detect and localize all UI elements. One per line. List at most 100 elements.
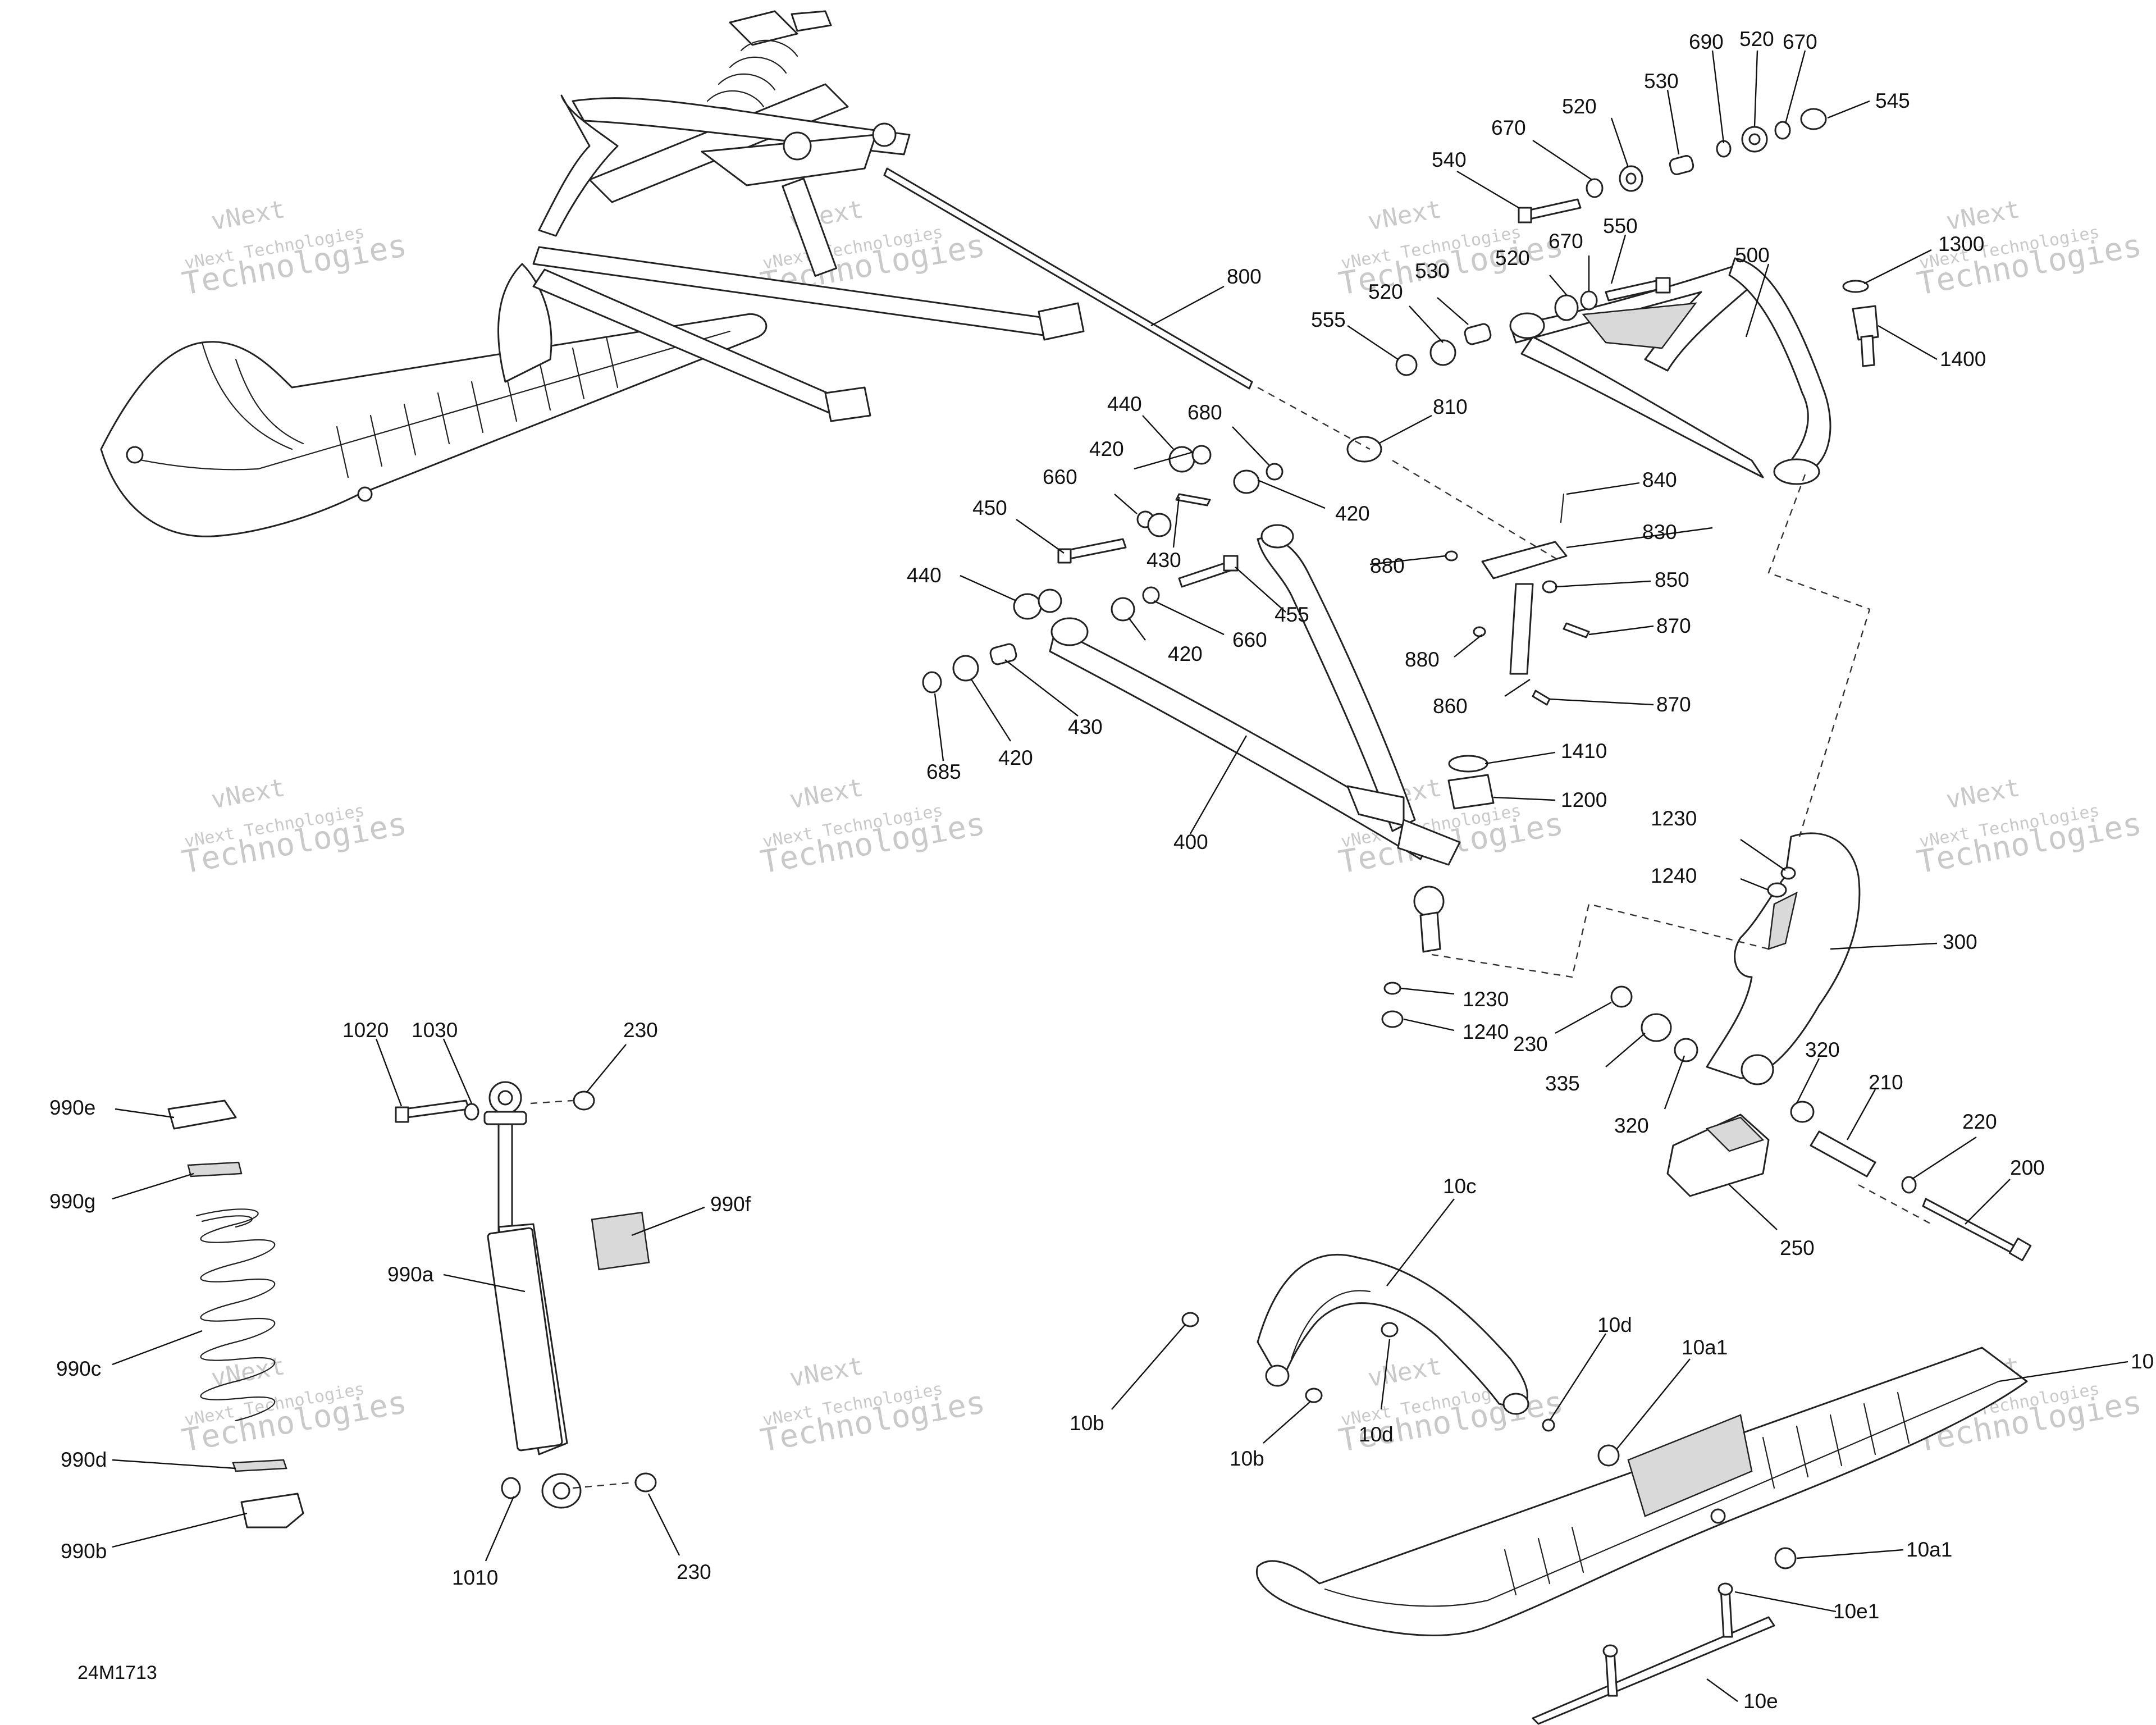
- callout-440: 440: [1107, 393, 1142, 416]
- callout-990g: 990g: [49, 1190, 95, 1213]
- coil-spring-990c: [167, 1099, 304, 1528]
- callout-990d: 990d: [61, 1448, 107, 1471]
- steering-arm-assembly: [1445, 493, 1590, 706]
- callout-1010: 1010: [452, 1566, 498, 1589]
- callout-520: 520: [1495, 247, 1530, 270]
- callout-420: 420: [1335, 502, 1370, 525]
- callout-990e: 990e: [49, 1096, 95, 1119]
- callout-230: 230: [677, 1560, 711, 1583]
- callout-660: 660: [1043, 466, 1077, 489]
- callout-990c: 990c: [56, 1357, 101, 1380]
- callout-860: 860: [1433, 695, 1468, 718]
- callout-990a: 990a: [387, 1263, 434, 1286]
- callout-10b: 10b: [1070, 1412, 1104, 1435]
- callout-10a1: 10a1: [1682, 1336, 1728, 1359]
- callout-250: 250: [1780, 1236, 1815, 1259]
- spindle-300: [1706, 832, 1861, 1085]
- callout-10e: 10e: [1743, 1690, 1778, 1713]
- callout-10e1: 10e1: [1833, 1600, 1879, 1623]
- diagram-code: 24M1713: [77, 1662, 157, 1683]
- callout-685: 685: [926, 760, 961, 783]
- callout-450: 450: [972, 496, 1007, 519]
- callout-1230: 1230: [1463, 988, 1509, 1011]
- upper-a-arm-500: [1509, 257, 1831, 485]
- watermark: vNext vNext Technologies Technologies: [180, 1352, 410, 1459]
- callout-550: 550: [1603, 215, 1638, 238]
- callout-680: 680: [1187, 401, 1222, 424]
- callout-530: 530: [1644, 70, 1679, 93]
- callout-545: 545: [1875, 89, 1910, 112]
- callout-690: 690: [1689, 30, 1724, 53]
- callout-870: 870: [1656, 614, 1691, 637]
- callout-850: 850: [1655, 568, 1689, 591]
- assembled-ski-suspension-illustration: [100, 10, 1253, 537]
- watermark: vNext vNext Technologies Technologies: [180, 195, 410, 303]
- callout-210: 210: [1869, 1071, 1903, 1094]
- callout-1030: 1030: [412, 1019, 458, 1042]
- callout-200: 200: [2010, 1156, 2045, 1179]
- callout-10c: 10c: [1443, 1175, 1477, 1198]
- svg-text:vNext: vNext: [1365, 1352, 1444, 1393]
- callout-1230: 1230: [1651, 807, 1697, 830]
- leader-lines: [112, 50, 2128, 1702]
- callout-810: 810: [1433, 395, 1468, 418]
- callout-230: 230: [623, 1019, 658, 1042]
- callout-530: 530: [1415, 259, 1450, 282]
- callout-990f: 990f: [710, 1193, 751, 1216]
- callout-335: 335: [1545, 1072, 1580, 1095]
- ski-assembly-10: [1181, 1253, 2028, 1725]
- callout-320: 320: [1614, 1114, 1649, 1137]
- callout-430: 430: [1068, 715, 1103, 738]
- callout-300: 300: [1943, 930, 1977, 953]
- callout-1200: 1200: [1561, 788, 1607, 811]
- callout-800: 800: [1227, 265, 1262, 288]
- callout-555: 555: [1311, 308, 1346, 331]
- watermark: vNext vNext Technologies Technologies: [758, 1352, 988, 1459]
- callout-500: 500: [1735, 244, 1770, 267]
- svg-text:vNext: vNext: [1365, 195, 1444, 236]
- callout-10d: 10d: [1359, 1423, 1394, 1446]
- svg-text:vNext: vNext: [1944, 195, 2022, 236]
- callout-540: 540: [1432, 148, 1467, 171]
- upper-arm-hardware: [1346, 108, 1879, 463]
- callout-840: 840: [1642, 468, 1677, 491]
- callout-670: 670: [1491, 116, 1526, 139]
- callout-10a1: 10a1: [1906, 1538, 1952, 1561]
- svg-text:vNext: vNext: [209, 773, 287, 814]
- svg-text:vNext: vNext: [787, 773, 865, 814]
- callout-830: 830: [1642, 521, 1677, 544]
- watermark: vNext vNext Technologies Technologies: [1336, 195, 1566, 303]
- callout-440: 440: [907, 564, 942, 587]
- callout-10b: 10b: [1230, 1447, 1264, 1470]
- callout-1400: 1400: [1940, 348, 1986, 371]
- callout-10d: 10d: [1597, 1313, 1632, 1336]
- callout-400: 400: [1173, 830, 1208, 854]
- svg-text:vNext: vNext: [787, 1352, 865, 1393]
- svg-text:vNext: vNext: [1944, 773, 2022, 814]
- callout-1240: 1240: [1651, 864, 1697, 887]
- assembly-center-lines: [530, 386, 1932, 1489]
- callout-455: 455: [1275, 603, 1309, 626]
- callout-990b: 990b: [61, 1540, 107, 1563]
- lower-a-arm-400: [1049, 524, 1461, 866]
- callout-420: 420: [1089, 437, 1124, 460]
- callout-520: 520: [1739, 28, 1774, 51]
- svg-text:vNext: vNext: [209, 195, 287, 236]
- callout-660: 660: [1232, 628, 1267, 651]
- callout-670: 670: [1783, 30, 1817, 53]
- callout-420: 420: [1168, 642, 1203, 665]
- watermark: vNext vNext Technologies Technologies: [180, 773, 410, 881]
- callout-1240: 1240: [1463, 1020, 1509, 1043]
- callout-520: 520: [1562, 95, 1597, 118]
- watermark: vNext vNext Technologies Technologies: [1915, 773, 2145, 881]
- callout-870: 870: [1656, 693, 1691, 716]
- shock-absorber-990a: [395, 1081, 657, 1509]
- callout-520: 520: [1368, 280, 1403, 303]
- callout-1410: 1410: [1561, 740, 1607, 763]
- callout-10: 10: [2131, 1350, 2154, 1373]
- callout-670: 670: [1549, 230, 1583, 253]
- callout-labels: 800 690 520 670 530 520 545 670 540 550 …: [49, 28, 2154, 1713]
- spindle-hardware: [1381, 982, 2032, 1261]
- callout-880: 880: [1370, 554, 1405, 577]
